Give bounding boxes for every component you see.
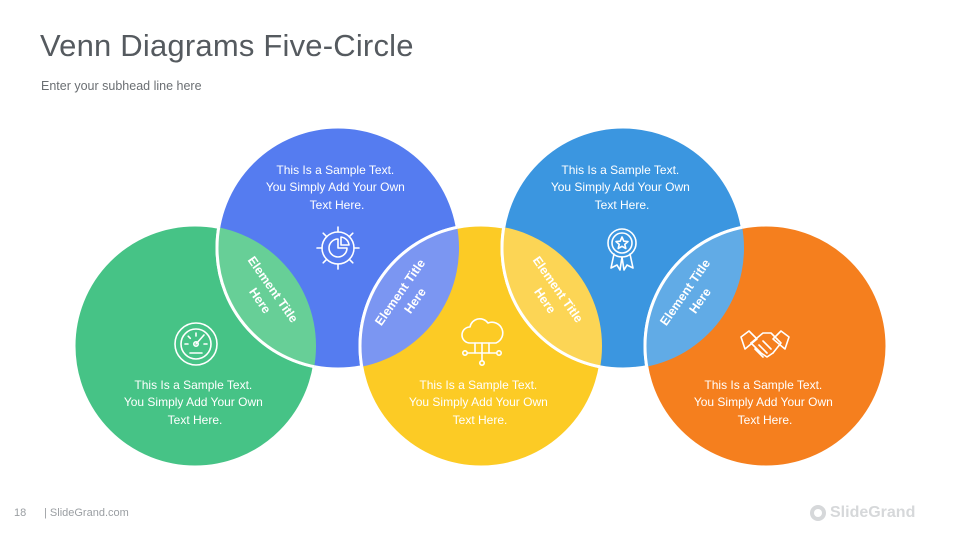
circle-1-text: This Is a Sample Text. You Simply Add Yo… [124,378,266,427]
circle-3-line-3: Text Here. [453,413,508,427]
circle-5-text: This Is a Sample Text. You Simply Add Yo… [694,378,836,427]
gear-chart-icon [316,226,360,270]
circle-3-line-2: You Simply Add Your Own [409,395,548,409]
overlap-lens-3 [500,225,602,371]
page-title: Venn Diagrams Five-Circle [40,28,414,63]
circle-4-text: This Is a Sample Text. You Simply Add Yo… [551,163,693,212]
circle-1-line-3: Text Here. [168,413,223,427]
circle-1-line-1: This Is a Sample Text. [134,378,252,392]
circle-4-line-2: You Simply Add Your Own [551,180,690,194]
brand-logo: SlideGrand [810,504,915,522]
circle-2-text: This Is a Sample Text. You Simply Add Yo… [266,163,408,212]
overlap-lens-1 [215,225,316,371]
circle-5-line-3: Text Here. [738,413,793,427]
overlap-lens-2 [358,223,459,369]
circle-1-line-2: You Simply Add Your Own [124,395,263,409]
circle-2-line-3: Text Here. [310,198,365,212]
brand-name: SlideGrand [830,504,916,521]
page-subtitle: Enter your subhead line here [41,79,202,93]
brand-logo-icon [810,505,826,521]
speedometer-icon [174,322,218,366]
circle-3-text: This Is a Sample Text. You Simply Add Yo… [409,378,551,427]
footer-site-link: | SlideGrand.com [44,507,129,519]
award-badge-icon [607,228,637,271]
circle-3-line-1: This Is a Sample Text. [419,378,537,392]
overlap-lens-4 [643,223,744,369]
page-number: 18 [14,507,27,519]
cloud-network-icon [461,318,504,366]
circle-2-line-2: You Simply Add Your Own [266,180,405,194]
circle-5-line-1: This Is a Sample Text. [704,378,822,392]
circle-2-line-1: This Is a Sample Text. [276,163,394,177]
circle-5-line-2: You Simply Add Your Own [694,395,833,409]
circle-4-line-1: This Is a Sample Text. [561,163,679,177]
circle-4-line-3: Text Here. [595,198,650,212]
handshake-icon [740,330,790,358]
